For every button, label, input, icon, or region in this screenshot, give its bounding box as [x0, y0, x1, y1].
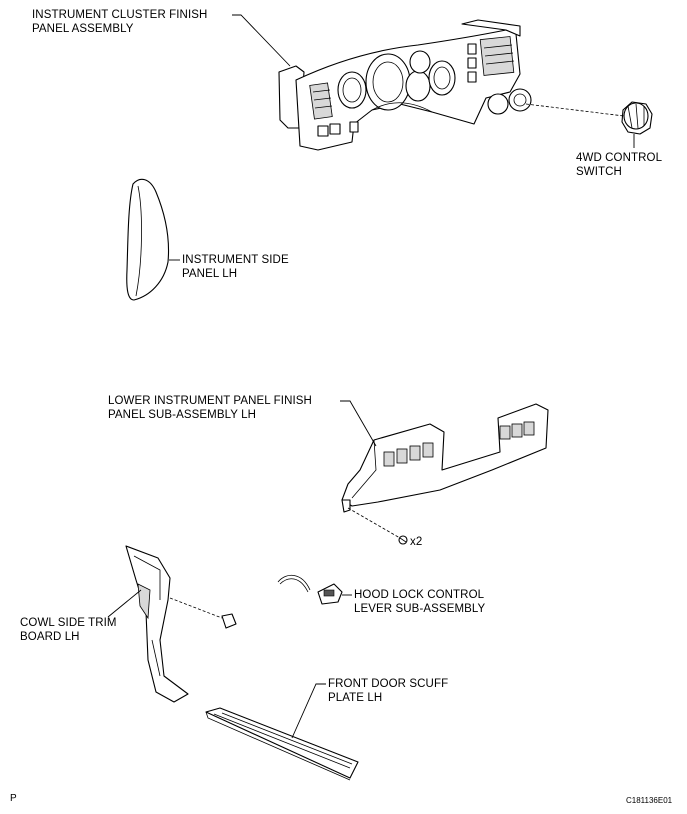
label-4wd-switch: 4WD CONTROL SWITCH [576, 151, 662, 179]
label-scuff-plate-line2: PLATE LH [328, 692, 383, 704]
label-lower-panel-line1: LOWER INSTRUMENT PANEL FINISH [108, 395, 312, 407]
label-instrument-cluster-line1: INSTRUMENT CLUSTER FINISH [32, 9, 208, 21]
label-screw-qty: x2 [410, 536, 423, 548]
leader-clip-dashed [169, 597, 223, 619]
label-lower-panel-line2: PANEL SUB-ASSEMBLY LH [108, 409, 257, 421]
lower-instrument-panel-finish [341, 403, 549, 513]
front-door-scuff-plate [205, 707, 359, 781]
leader-screw-dashed [347, 507, 401, 539]
label-hood-lock-line1: HOOD LOCK CONTROL [354, 589, 485, 601]
label-4wd-switch-line1: 4WD CONTROL [576, 152, 663, 164]
label-instrument-side: INSTRUMENT SIDE PANEL LH [182, 253, 289, 281]
label-instrument-side-line1: INSTRUMENT SIDE [182, 254, 289, 266]
label-cowl-side-line2: BOARD LH [20, 631, 80, 643]
leader-4wd-dashed [525, 103, 625, 117]
label-instrument-cluster-line2: PANEL ASSEMBLY [32, 23, 134, 35]
leader-scuff-plate [291, 683, 326, 739]
label-4wd-switch-line2: SWITCH [576, 166, 622, 178]
label-lower-panel: LOWER INSTRUMENT PANEL FINISH PANEL SUB-… [108, 394, 312, 422]
instrument-side-panel-lh [126, 178, 169, 301]
hood-lock-control-lever [277, 574, 343, 605]
leader-instrument-cluster [232, 14, 291, 67]
clip [221, 613, 237, 629]
label-instrument-side-line2: PANEL LH [182, 268, 238, 280]
4wd-control-switch [621, 101, 653, 135]
leader-cowl-side [107, 589, 142, 618]
label-cowl-side-line1: COWL SIDE TRIM [20, 617, 117, 629]
label-hood-lock: HOOD LOCK CONTROL LEVER SUB-ASSEMBLY [354, 588, 485, 616]
label-cowl-side: COWL SIDE TRIM BOARD LH [20, 616, 117, 644]
cowl-side-trim-board [125, 545, 189, 703]
instrument-cluster-finish-panel [278, 19, 532, 151]
figure-code: C181136E01 [626, 796, 673, 805]
corner-mark: P [10, 793, 17, 804]
leader-lower-panel [340, 400, 377, 447]
label-hood-lock-line2: LEVER SUB-ASSEMBLY [354, 603, 486, 615]
label-scuff-plate-line1: FRONT DOOR SCUFF [328, 678, 449, 690]
screw [398, 535, 408, 545]
label-instrument-cluster: INSTRUMENT CLUSTER FINISH PANEL ASSEMBLY [32, 8, 207, 36]
label-scuff-plate: FRONT DOOR SCUFF PLATE LH [328, 677, 448, 705]
